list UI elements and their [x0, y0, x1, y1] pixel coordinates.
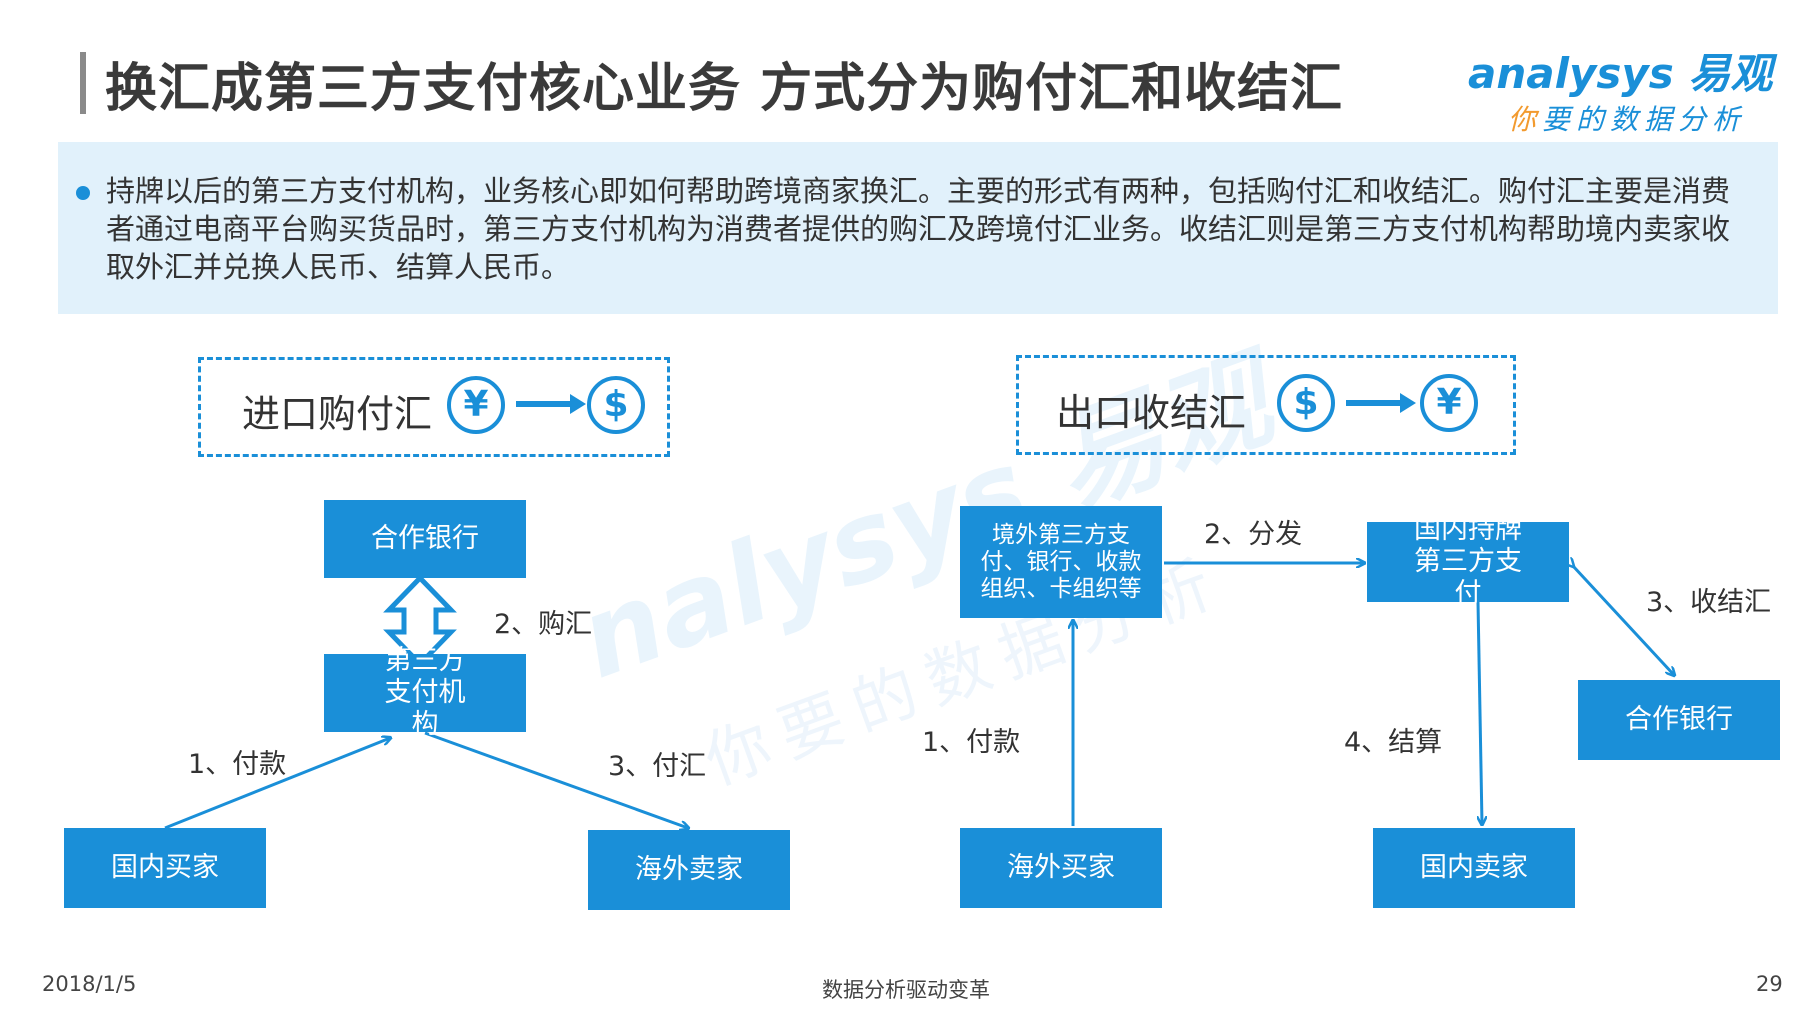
logo-slogan-rest: 要的数据分析	[1542, 103, 1747, 136]
edge-label-overseas-pay: 1、付款	[922, 727, 1021, 758]
title-accent-bar	[80, 52, 86, 114]
yuan-coin-icon: ¥	[447, 376, 505, 434]
left-header-arrowhead	[570, 394, 586, 414]
remit-edge	[424, 731, 688, 828]
summary-box: 持牌以后的第三方支付机构，业务核心即如何帮助跨境商家换汇。主要的形式有两种，包括…	[58, 142, 1778, 314]
footer-date: 2018/1/5	[42, 972, 137, 996]
logo-brand-en: analysys	[1468, 49, 1674, 98]
collect-edge	[1573, 566, 1674, 675]
summary-text: 持牌以后的第三方支付机构，业务核心即如何帮助跨境商家换汇。主要的形式有两种，包括…	[106, 174, 1731, 284]
node-domestic-seller: 国内卖家	[1373, 828, 1575, 908]
export-header-label: 出口收结汇	[1056, 391, 1247, 435]
export-header-box	[1016, 355, 1516, 455]
yuan-coin-icon: ¥	[1420, 374, 1478, 432]
node-overseas-seller: 海外卖家	[588, 830, 790, 910]
right-header-arrowhead	[1400, 393, 1416, 413]
logo-brand-cn: 易观	[1688, 49, 1773, 98]
edge-label-distribute: 2、分发	[1204, 519, 1303, 550]
dollar-coin-icon: $	[1277, 374, 1335, 432]
edge-label-remit: 3、付汇	[608, 751, 707, 782]
dollar-coin-icon: $	[587, 376, 645, 434]
settle-edge	[1476, 601, 1482, 824]
page-number: 29	[1756, 972, 1783, 996]
import-header-label: 进口购付汇	[242, 392, 433, 436]
logo-slogan-first: 你	[1508, 103, 1543, 136]
edge-label-pay: 1、付款	[188, 749, 287, 780]
bullet-icon	[76, 186, 90, 200]
edge-label-exchange: 2、购汇	[494, 609, 593, 640]
node-domestic-licensed-third-party: 国内持牌第三方支付	[1367, 514, 1569, 609]
node-partner-bank-left: 合作银行	[324, 500, 526, 578]
analysys-logo: analysys 易观 你要的数据分析	[1468, 40, 1772, 140]
import-header-box	[198, 357, 670, 457]
footer-slogan: 数据分析驱动变革	[822, 978, 990, 1002]
node-overseas-buyer: 海外买家	[960, 828, 1162, 908]
pay-edge	[164, 738, 390, 830]
page-title: 换汇成第三方支付核心业务 方式分为购付汇和收结汇	[105, 59, 1344, 119]
node-domestic-buyer: 国内买家	[64, 828, 266, 908]
edge-label-collect: 3、收结汇	[1646, 587, 1772, 618]
node-third-party-payment: 第三方支付机构	[324, 645, 526, 740]
edge-label-settle: 4、结算	[1344, 727, 1443, 758]
node-partner-bank-right: 合作银行	[1578, 680, 1780, 760]
logo-brand: analysys 易观	[1468, 40, 1772, 101]
node-overseas-third-party: 境外第三方支付、银行、收款组织、卡组织等	[960, 506, 1162, 618]
logo-slogan: 你要的数据分析	[1508, 98, 1746, 138]
